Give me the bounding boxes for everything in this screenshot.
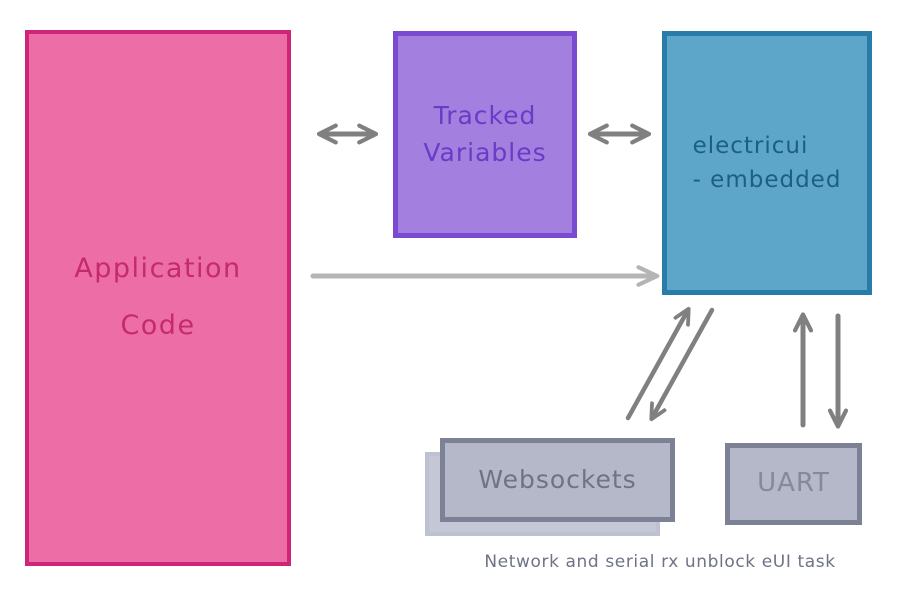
- node-tracked-variables-label: Tracked Variables: [423, 101, 547, 167]
- node-electricui-embedded[interactable]: electricui - embedded: [662, 31, 872, 295]
- connector-electricui-to-websockets: [652, 307, 715, 418]
- node-application-code[interactable]: Application Code: [25, 30, 291, 566]
- node-electricui-embedded-label: electricui - embedded: [692, 132, 842, 194]
- diagram-caption: Network and serial rx unblock eUI task: [484, 552, 836, 572]
- node-websockets-label: Websockets: [478, 465, 637, 495]
- node-application-code-label: Application Code: [74, 253, 242, 341]
- node-websockets[interactable]: Websockets: [440, 438, 675, 522]
- node-uart[interactable]: UART: [725, 443, 862, 525]
- connector-websockets-to-electricui: [625, 310, 688, 421]
- node-tracked-variables[interactable]: Tracked Variables: [393, 31, 577, 238]
- node-uart-label: UART: [757, 468, 830, 499]
